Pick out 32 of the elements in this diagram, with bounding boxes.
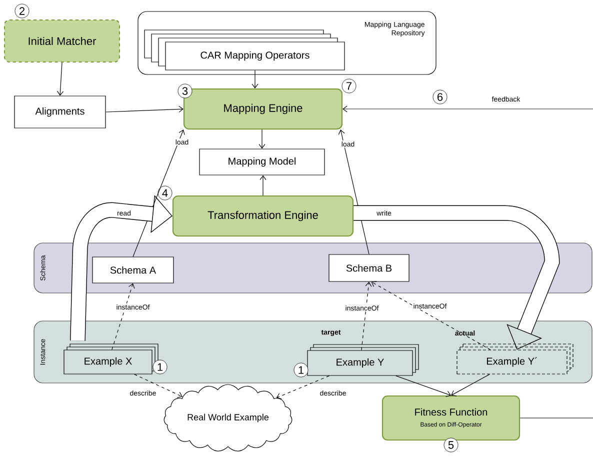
dashed-process-box: Initial Matcher bbox=[4, 19, 120, 63]
callout-number: 3 bbox=[178, 84, 192, 98]
arrow bbox=[56, 62, 64, 96]
arrow bbox=[260, 175, 266, 196]
schema-box: Schema B bbox=[328, 254, 410, 282]
block-arrow bbox=[354, 205, 560, 350]
callout-number: 7 bbox=[342, 78, 356, 94]
block-arrow bbox=[70, 195, 172, 341]
arrow bbox=[132, 130, 185, 257]
callout-number: 1 bbox=[152, 360, 168, 374]
arrow bbox=[252, 70, 258, 88]
process-box: Mapping Model bbox=[199, 148, 325, 176]
dashed-arrow bbox=[134, 374, 182, 398]
process-box: Alignments bbox=[14, 96, 106, 128]
schema-box: Schema A bbox=[92, 256, 174, 284]
dashed-stacked-box: Example Y´ bbox=[456, 344, 574, 374]
arrow bbox=[342, 106, 593, 112]
arrow bbox=[396, 376, 451, 398]
arrow bbox=[258, 129, 266, 149]
stacked-box: Example Y bbox=[307, 344, 419, 376]
process-box: Transformation Engine bbox=[172, 195, 354, 237]
callout-number: 5 bbox=[444, 438, 458, 452]
stacked-box: CAR Mapping Operators bbox=[144, 30, 345, 70]
dashed-arrow bbox=[112, 283, 135, 350]
arrow bbox=[106, 106, 184, 112]
dashed-arrow bbox=[361, 282, 372, 350]
callout-number: 6 bbox=[432, 90, 448, 104]
callout-number: 4 bbox=[158, 186, 172, 200]
stacked-box: Example X bbox=[64, 344, 158, 374]
dashed-arrow bbox=[276, 376, 330, 400]
callout-number: 2 bbox=[14, 4, 30, 18]
callout-number: 1 bbox=[294, 362, 308, 378]
